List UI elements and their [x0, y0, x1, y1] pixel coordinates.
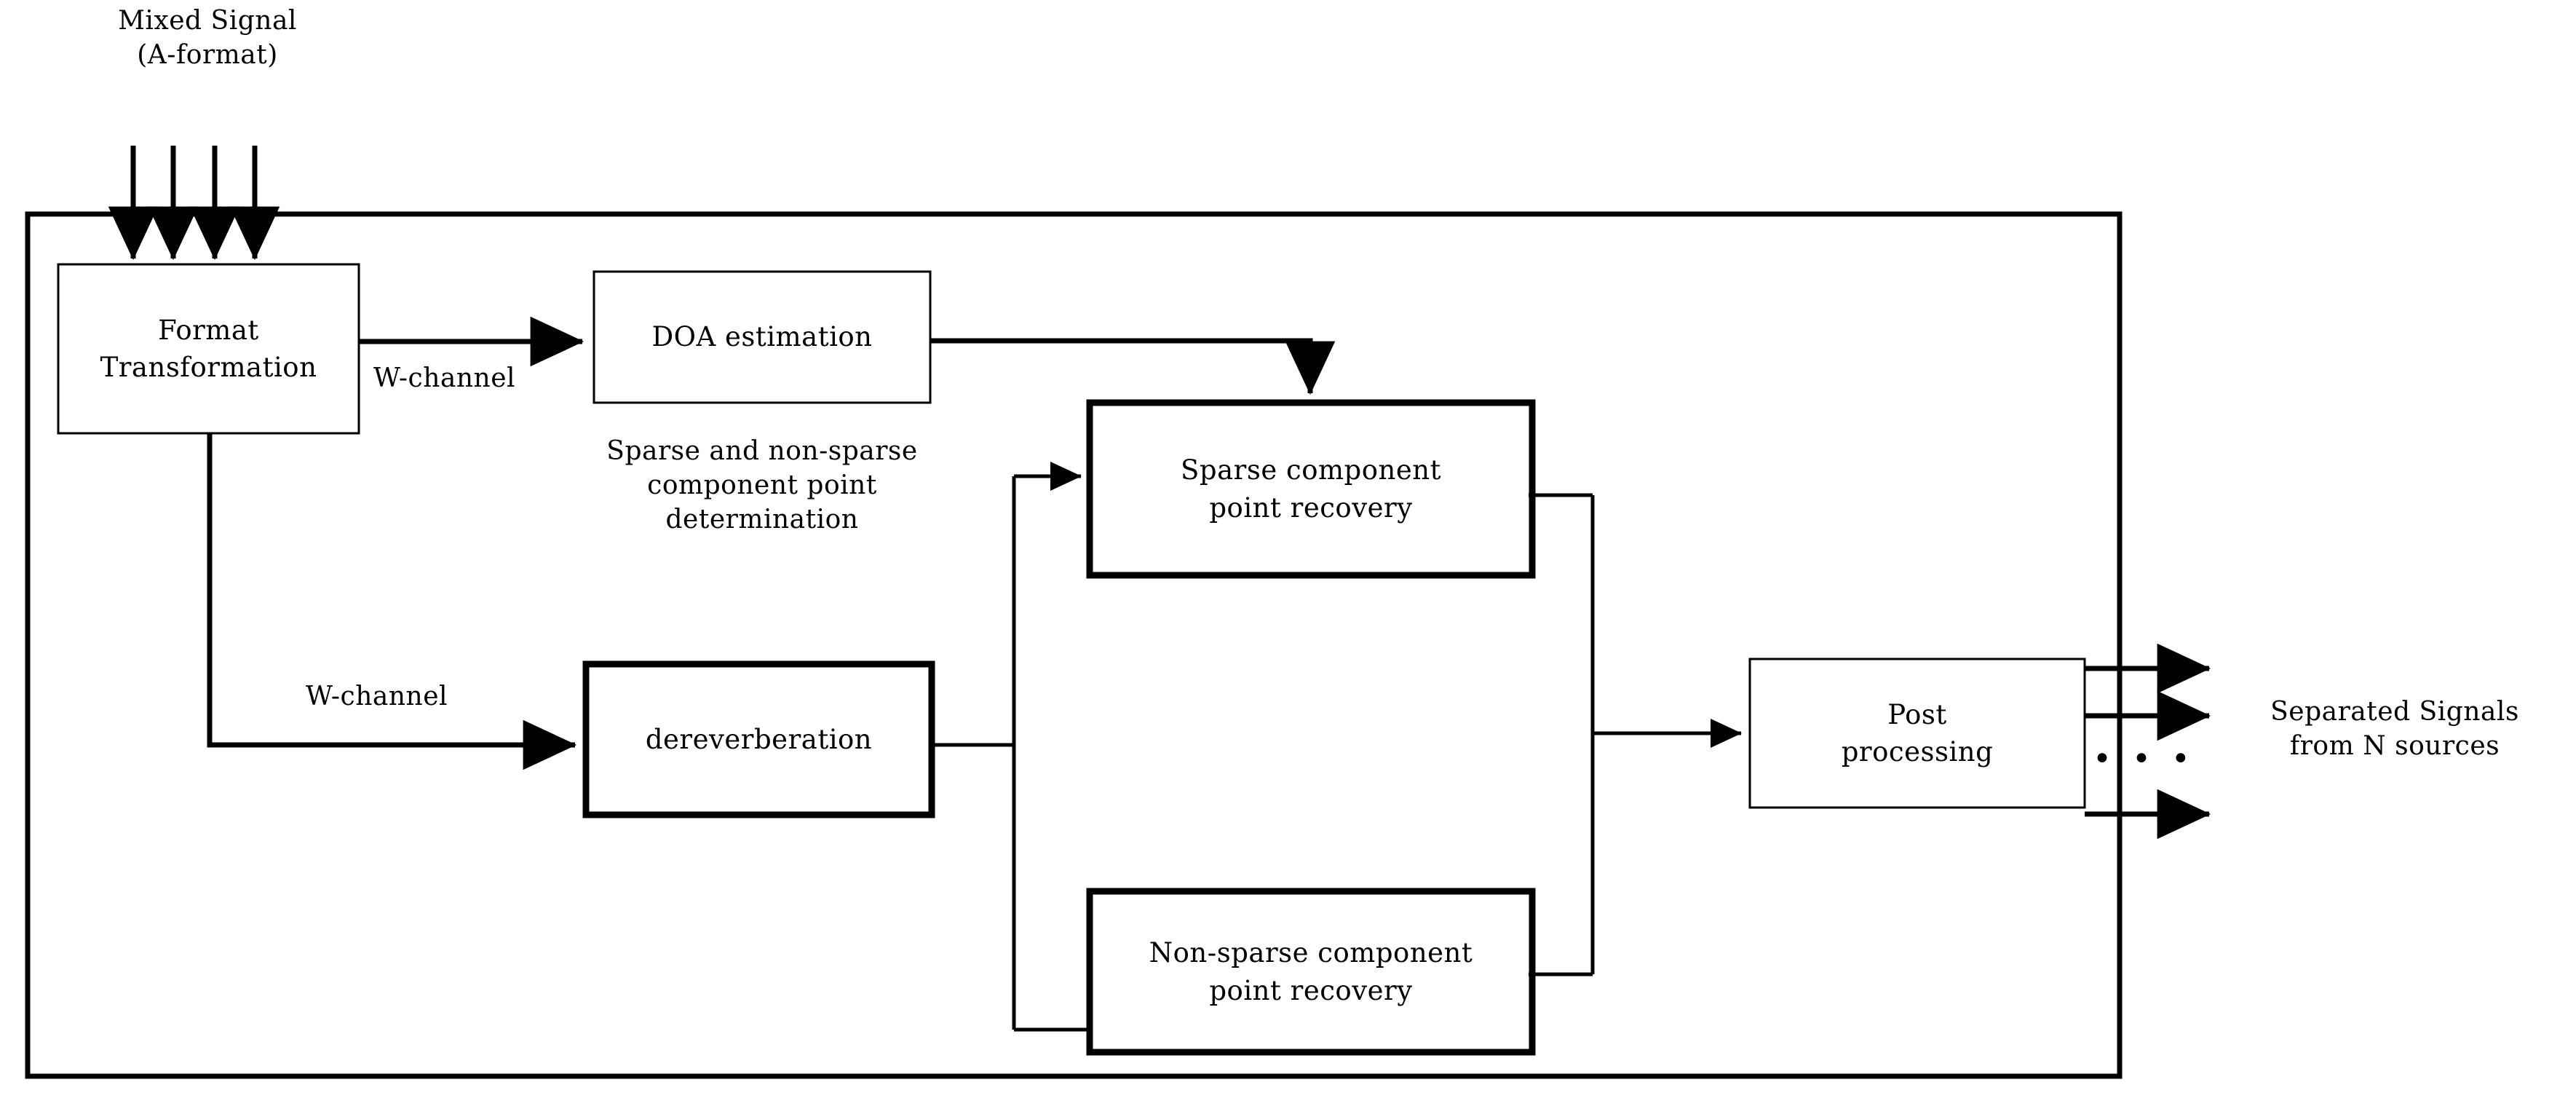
note-sparse-determination: Sparse and non-sparse component point de… [606, 436, 918, 534]
system-boundary-container [25, 211, 2123, 1079]
box-post-processing[interactable] [1748, 658, 2086, 809]
box-doa-estimation[interactable] [593, 270, 932, 404]
separated-signals-output-label: Separated Signals from N sources [2270, 697, 2519, 761]
box-format-transformation[interactable] [57, 263, 360, 435]
edge-label-w-channel-bottom: W-channel [306, 682, 448, 711]
mixed-signal-input-label: Mixed Signal (A-format) [118, 6, 297, 70]
box-non-sparse-component-point-recovery[interactable] [1086, 888, 1536, 1056]
output-arrows-group [2085, 643, 2211, 840]
edge-format-to-dereverberation [207, 433, 577, 770]
box-sparse-component-point-recovery[interactable] [1086, 399, 1536, 579]
input-arrows-group [108, 146, 280, 261]
output-ellipsis: • • • [2093, 741, 2195, 778]
box-dereverberation[interactable] [582, 660, 935, 818]
edge-doa-to-sparse [930, 338, 1336, 395]
edge-label-w-channel-top: W-channel [373, 363, 516, 393]
